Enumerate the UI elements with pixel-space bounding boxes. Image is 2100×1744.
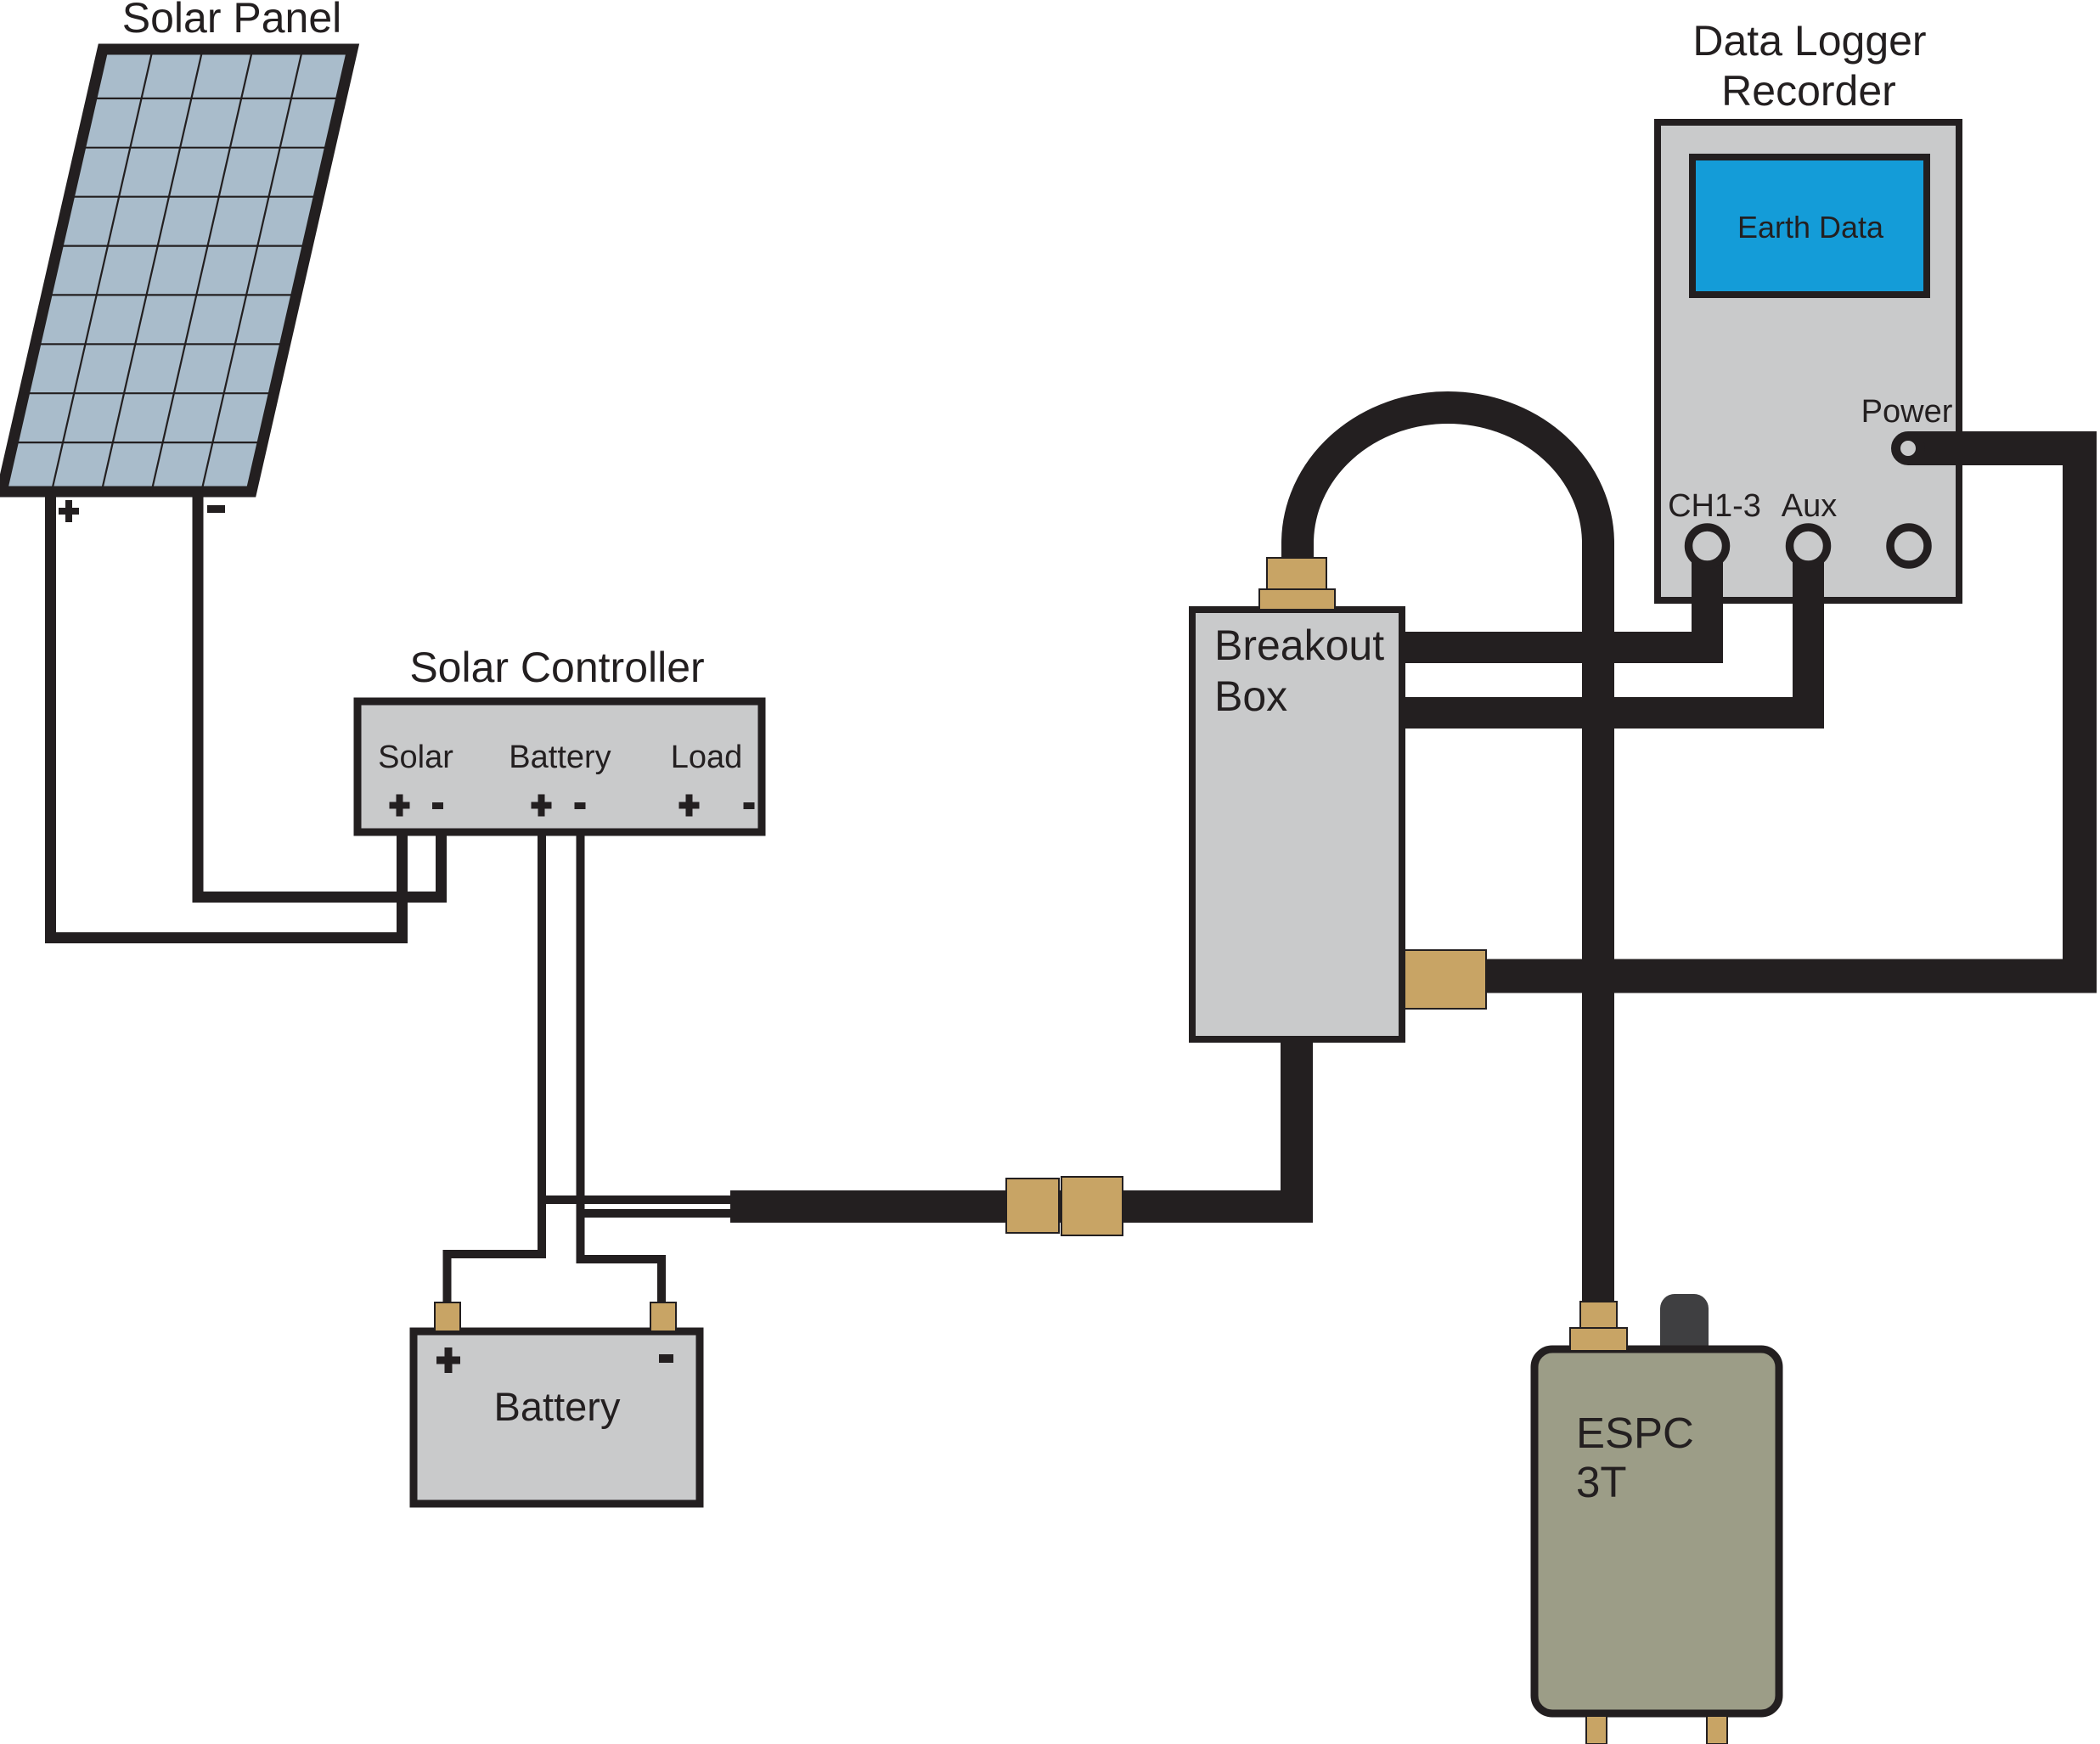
svg-text:Battery: Battery bbox=[494, 1384, 621, 1429]
svg-text:Box: Box bbox=[1214, 672, 1287, 720]
svg-text:Recorder: Recorder bbox=[1721, 67, 1896, 115]
svg-text:ESPC: ESPC bbox=[1576, 1409, 1694, 1457]
svg-text:Aux: Aux bbox=[1782, 488, 1837, 524]
svg-text:Data Logger: Data Logger bbox=[1692, 17, 1926, 65]
svg-text:CH1-3: CH1-3 bbox=[1668, 488, 1761, 524]
svg-text:Power: Power bbox=[1861, 394, 1953, 430]
svg-text:Breakout: Breakout bbox=[1214, 622, 1384, 669]
svg-text:Earth Data: Earth Data bbox=[1737, 210, 1884, 245]
svg-text:Solar Panel: Solar Panel bbox=[122, 0, 342, 42]
svg-text:Battery: Battery bbox=[509, 740, 611, 775]
svg-text:Solar: Solar bbox=[378, 740, 453, 775]
svg-text:Solar Controller: Solar Controller bbox=[409, 644, 704, 691]
svg-text:3T: 3T bbox=[1576, 1458, 1627, 1506]
svg-text:Load: Load bbox=[671, 740, 743, 775]
